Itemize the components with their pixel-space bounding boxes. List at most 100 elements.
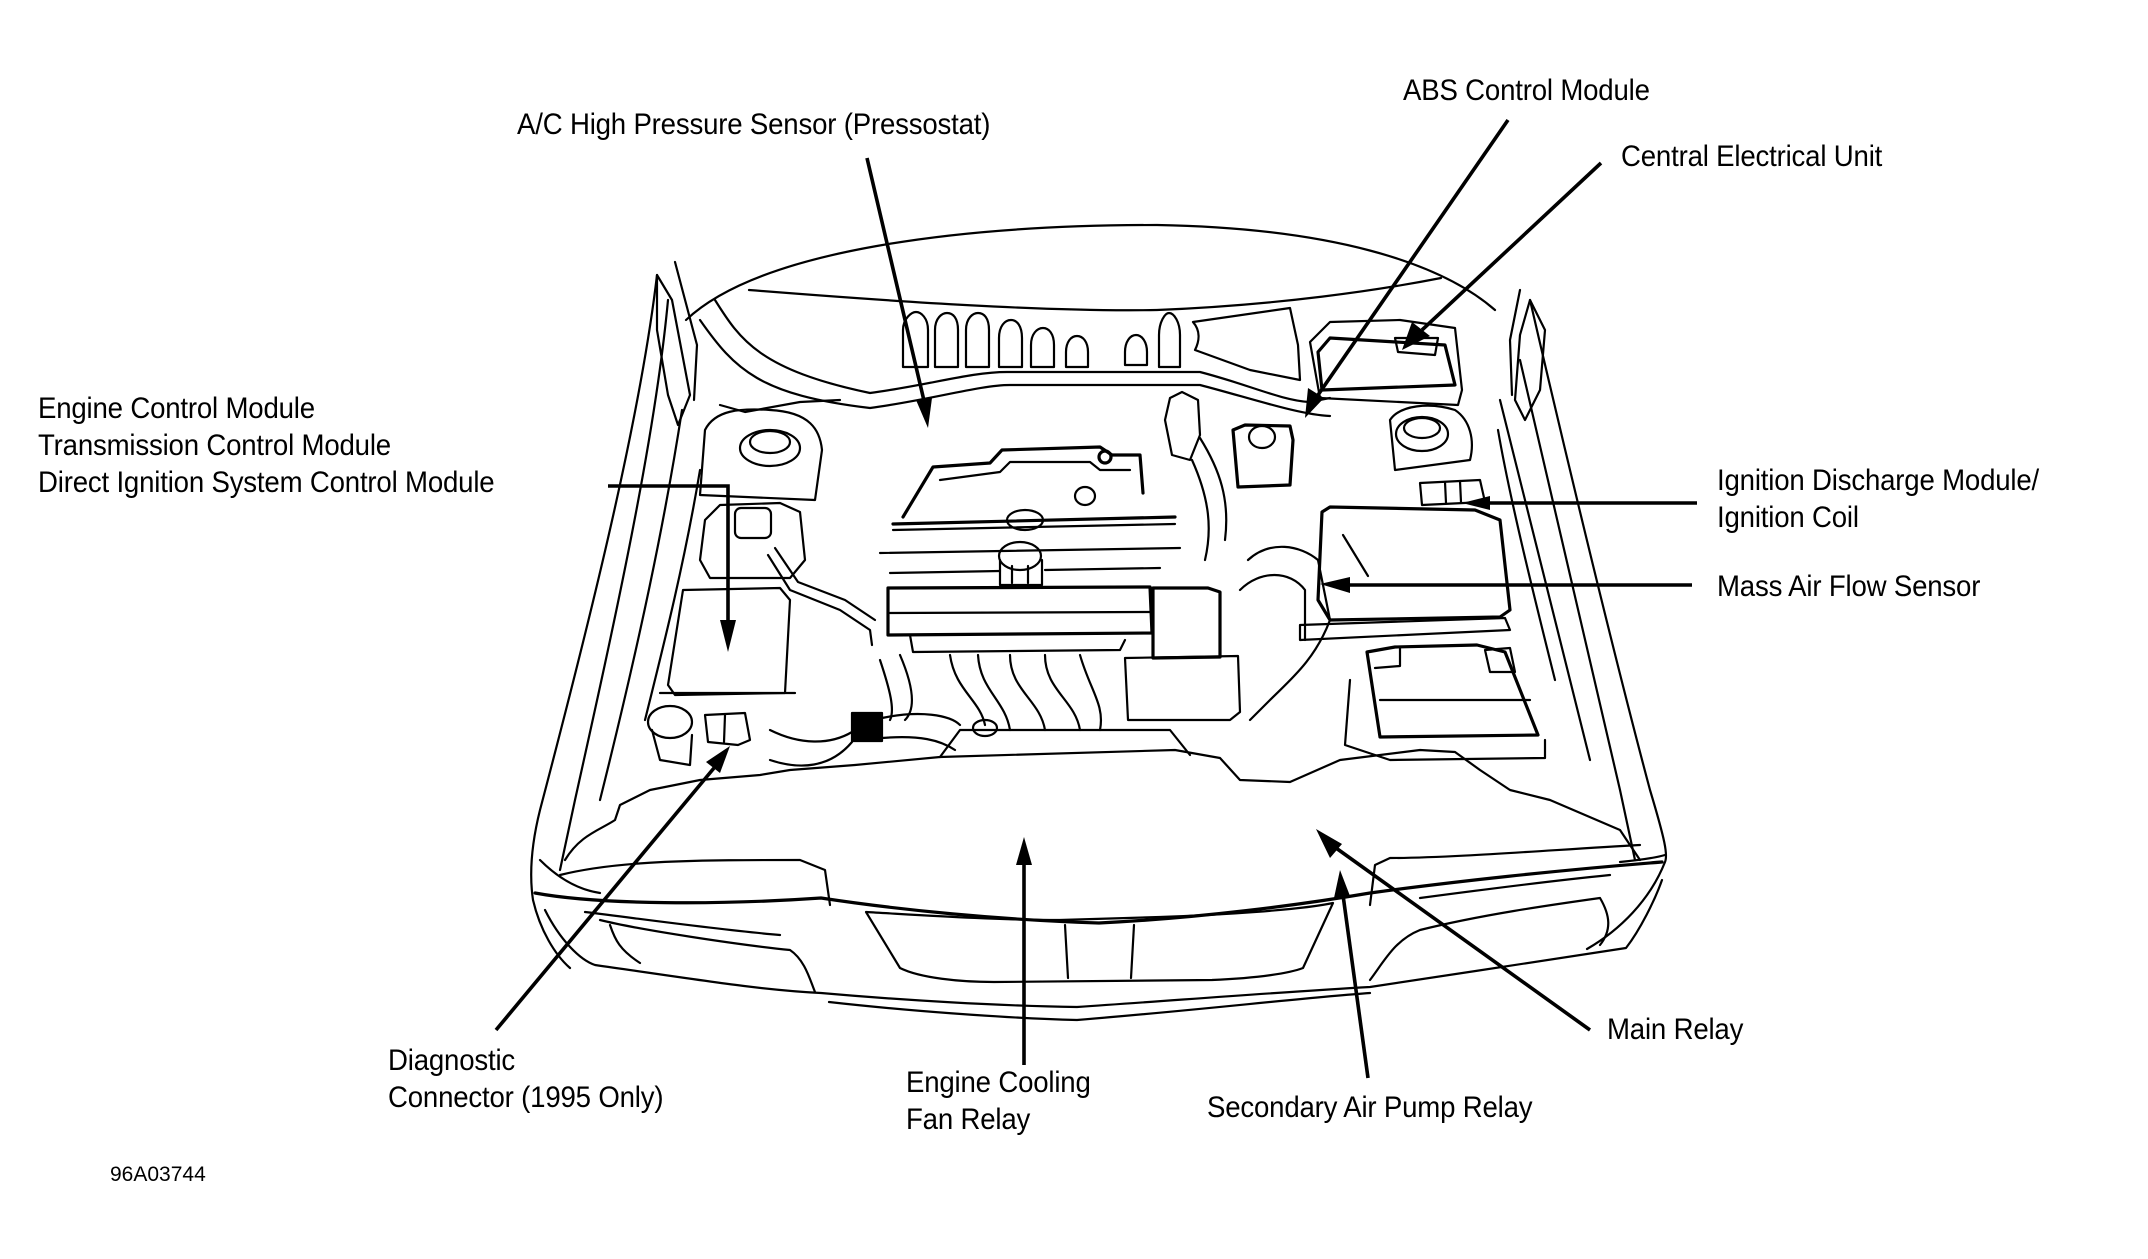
right-strut-cap (1394, 415, 1450, 453)
cooling-fan-relay-arrowhead (1016, 837, 1032, 865)
label-direct-ignition-control-module: Direct Ignition System Control Module (38, 466, 495, 499)
bumper-upper-crease-left (583, 910, 782, 937)
oil-dipstick (971, 718, 999, 738)
front-inner-panel (938, 728, 1192, 759)
radiator-support-top (563, 748, 1642, 862)
brake-fluid-cap (1247, 424, 1277, 450)
right-headlight-edge (1618, 853, 1667, 864)
label-diagnostic-line2: Connector (1995 Only) (388, 1081, 664, 1114)
throttle-housing-lower (1123, 654, 1242, 722)
right-strut-tower (1388, 404, 1473, 472)
right-fender-outer (1528, 298, 1668, 951)
intake-plenum-lip (908, 633, 1127, 654)
left-hood-hinge (655, 273, 692, 427)
left-strut-tower (698, 408, 824, 502)
hose-clamp (850, 711, 884, 743)
lower-radiator-hose (768, 712, 962, 767)
diagnostic-connector-body (703, 711, 752, 747)
diagnostic-connector-divider (722, 713, 727, 744)
left-fender-outer (530, 273, 659, 970)
coolant-hose (766, 553, 874, 647)
label-secondary-air-pump-relay: Secondary Air Pump Relay (1207, 1091, 1533, 1124)
label-mass-air-flow-sensor: Mass Air Flow Sensor (1717, 570, 1981, 603)
right-fender-line-2 (1496, 428, 1557, 682)
main-relay-arrowhead (1316, 829, 1342, 858)
label-ignition-module-line2: Ignition Coil (1717, 501, 1859, 534)
left-strut-cap-inner (748, 429, 792, 455)
maf-sensor-arrowhead (1320, 577, 1350, 593)
washer-reservoir-neck (650, 728, 694, 767)
leader-lines (494, 118, 1697, 1079)
intake-plenum (886, 585, 1154, 637)
abs-leader (1316, 118, 1510, 397)
air-intake-duct-2 (1238, 573, 1307, 642)
bumper-lower-edge (543, 878, 1664, 1009)
cam-cover-line-2 (888, 569, 1002, 575)
secondary-air-pump-relay-arrowhead (1334, 870, 1350, 898)
left-fog-recess (598, 918, 817, 994)
bumper-top-line (533, 860, 1664, 925)
central-electrical-unit-housing (1308, 318, 1464, 407)
coolant-reservoir-cap (733, 506, 773, 540)
left-headlight-edge (538, 858, 602, 895)
grille-center-divider-left (1063, 923, 1070, 980)
label-central-electrical-unit: Central Electrical Unit (1621, 140, 1883, 173)
central-electrical-unit-lid (1316, 336, 1457, 392)
right-hood-hinge-rod (1508, 288, 1522, 397)
main-relay-leader (1334, 846, 1592, 1032)
brake-fluid-reservoir (1231, 423, 1295, 489)
coolant-hose-2 (773, 546, 877, 622)
label-cooling-fan-relay-line2: Fan Relay (906, 1103, 1031, 1136)
left-fender-inner (558, 298, 670, 872)
cowl-panel-lower (698, 318, 1332, 418)
grille-center-divider-right (1129, 923, 1136, 980)
cowl-panel (713, 298, 1332, 404)
washer-reservoir-cap (646, 704, 694, 740)
oil-filler-cap (997, 540, 1043, 572)
wiper-cover (1191, 306, 1302, 382)
cowl-lip-left (718, 398, 842, 414)
hood-outline (684, 223, 1497, 322)
intake-runners (948, 653, 1103, 732)
bumper-upper-crease-right (1418, 873, 1612, 900)
ignition-module-divider (1443, 480, 1448, 505)
air-cleaner-seam (1341, 533, 1370, 578)
ac-sensor-arrowhead (916, 398, 932, 428)
upper-coolant-hose (878, 653, 914, 722)
right-strut-cap-inner (1402, 416, 1442, 440)
diagnostic-connector-leader (494, 766, 716, 1032)
coolant-reservoir (698, 501, 807, 580)
label-ignition-discharge-module: Ignition Discharge Module/ Ignition Coil (1717, 462, 2039, 536)
label-cooling-fan-relay-line1: Engine Cooling (906, 1066, 1091, 1099)
battery-terminal (1483, 646, 1517, 674)
throttle-housing (1151, 586, 1222, 660)
bumper-lowest-lip (827, 991, 1372, 1022)
valve-cover-rail-2 (891, 522, 1177, 532)
right-fender-inner (1518, 358, 1637, 862)
battery-top (1373, 646, 1532, 702)
valve-cover-bolt (1097, 449, 1113, 465)
brake-lines (1190, 436, 1228, 562)
ignition-module-arrowhead (1462, 496, 1490, 510)
secondary-air-pump-relay-leader (1341, 894, 1370, 1079)
cam-cover-line-3 (1043, 566, 1162, 572)
left-fender-line-2 (643, 468, 702, 722)
label-transmission-control-module: Transmission Control Module (38, 429, 391, 462)
label-diagnostic-line1: Diagnostic (388, 1044, 516, 1077)
abs-module (1163, 390, 1202, 462)
right-hood-hinge (1513, 298, 1547, 422)
label-engine-cooling-fan-relay: Engine Cooling Fan Relay (906, 1064, 1091, 1138)
abs-arrowhead (1305, 388, 1324, 418)
radiator-support-ledge-left (558, 858, 832, 907)
ceu-arrowhead (1402, 322, 1430, 350)
intake-plenum-line (888, 610, 1152, 615)
oil-filler-neck (998, 558, 1044, 587)
right-fog-recess (1368, 896, 1610, 982)
valve-cover-boss (1005, 508, 1045, 532)
label-engine-control-module: Engine Control Module (38, 392, 315, 425)
left-hood-hinge-rod (673, 260, 699, 402)
left-fender-line-1 (598, 408, 684, 802)
valve-cover-top (901, 445, 1145, 519)
label-ignition-module-line1: Ignition Discharge Module/ (1717, 464, 2039, 497)
control-modules-arrowhead (720, 620, 736, 652)
